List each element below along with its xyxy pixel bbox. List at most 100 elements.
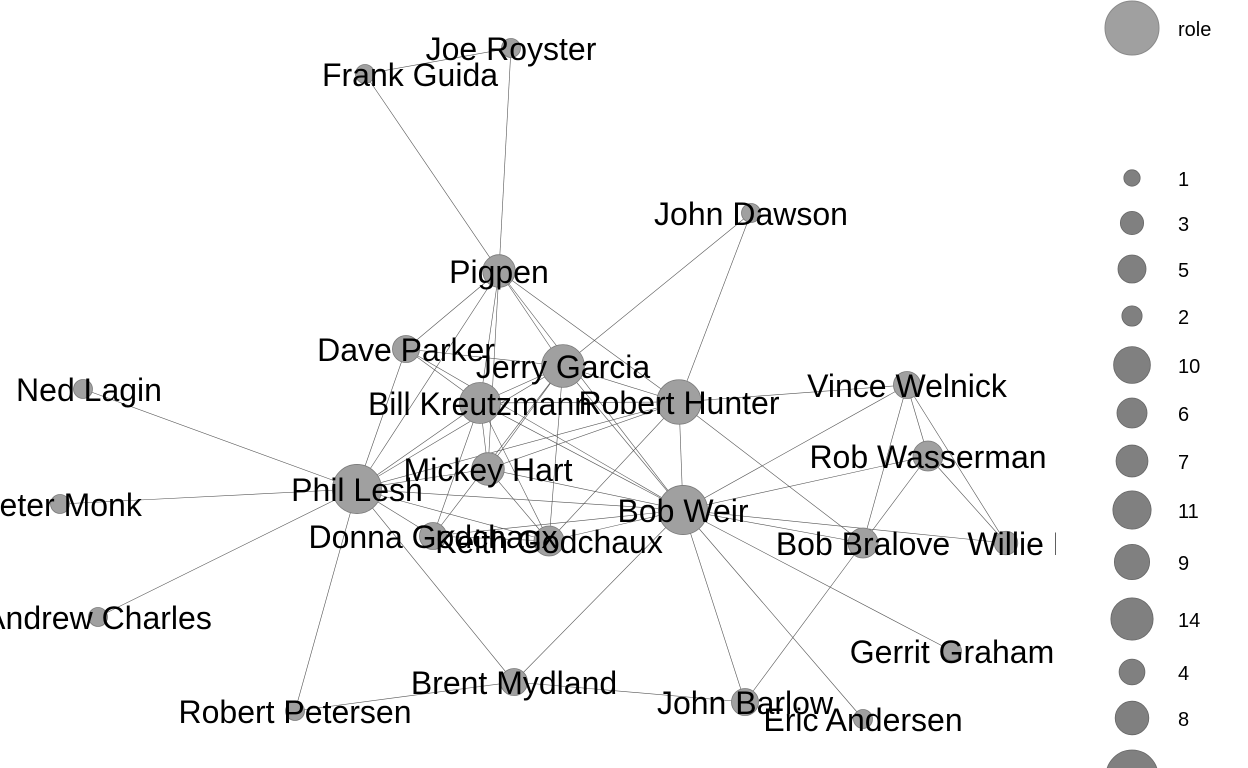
edge-bob-weir-bob-bralove bbox=[682, 509, 864, 544]
node-mickey-hart bbox=[471, 452, 505, 486]
edge-bob-weir-rob-wasserman bbox=[682, 455, 929, 511]
legend-label-3: 3 bbox=[1178, 214, 1189, 236]
node-eric-andersen bbox=[853, 709, 873, 729]
node-ned-lagin bbox=[73, 379, 93, 399]
label-willie-dixon: Willie Dixon bbox=[967, 526, 1134, 562]
node-bill-kreutzmann bbox=[459, 382, 501, 424]
label-bob-bralove: Bob Bralove bbox=[776, 526, 950, 562]
legend-label-2: 2 bbox=[1178, 307, 1189, 329]
label-ned-lagin: Ned Lagin bbox=[16, 372, 162, 408]
edge-bob-weir-vince-welnick bbox=[682, 384, 908, 511]
edge-phil-lesh-keith-godchaux bbox=[356, 488, 550, 542]
legend-circle-1 bbox=[1123, 169, 1141, 187]
legend-circle-2 bbox=[1121, 305, 1143, 327]
node-brent-mydland bbox=[500, 668, 528, 696]
label-donna-godchaux: Donna Godchaux bbox=[308, 519, 557, 555]
legend-circle-7 bbox=[1115, 444, 1149, 478]
node-donna-godchaux bbox=[419, 522, 447, 550]
edge-phil-lesh-bob-weir bbox=[356, 488, 684, 511]
edge-robert-hunter-mickey-hart bbox=[487, 401, 680, 470]
legend-label-5: 5 bbox=[1178, 260, 1189, 282]
label-eric-andersen: Eric Andersen bbox=[763, 702, 962, 738]
label-brent-mydland: Brent Mydland bbox=[411, 665, 617, 701]
node-rob-wasserman bbox=[912, 440, 944, 472]
edge-jerry-garcia-phil-lesh bbox=[356, 365, 564, 490]
edge-jerry-garcia-bob-weir bbox=[562, 365, 684, 511]
edge-pigpen-phil-lesh bbox=[356, 270, 500, 490]
node-john-barlow bbox=[731, 688, 759, 716]
label-bob-weir: Bob Weir bbox=[617, 493, 748, 529]
node-phil-lesh bbox=[332, 464, 382, 514]
node-dave-parker bbox=[392, 335, 420, 363]
label-john-barlow: John Barlow bbox=[657, 685, 834, 721]
edge-bob-bralove-john-barlow bbox=[744, 542, 864, 703]
legend-label-6: 6 bbox=[1178, 404, 1189, 426]
node-keith-godchaux bbox=[533, 525, 565, 557]
edge-pigpen-robert-hunter bbox=[498, 270, 680, 403]
label-vince-welnick: Vince Welnick bbox=[807, 368, 1008, 404]
node-joe-royster bbox=[501, 38, 521, 58]
edges-layer bbox=[59, 47, 1007, 720]
label-dave-parker: Dave Parker bbox=[317, 332, 495, 368]
legend-circle-9 bbox=[1113, 543, 1151, 581]
edge-keith-godchaux-donna-godchaux bbox=[432, 535, 550, 542]
label-robert-petersen: Robert Petersen bbox=[178, 694, 411, 730]
edge-pigpen-bill-kreutzmann bbox=[479, 270, 500, 404]
edge-brent-mydland-robert-petersen bbox=[294, 681, 515, 712]
edge-dave-parker-bob-weir bbox=[405, 348, 684, 511]
legend-label-1: 1 bbox=[1178, 169, 1189, 191]
node-andrew-charles bbox=[88, 607, 108, 627]
node-gerrit-graham bbox=[942, 641, 962, 661]
legend-circle-4 bbox=[1118, 658, 1146, 686]
node-peter-monk bbox=[50, 494, 70, 514]
legend-label-8: 8 bbox=[1178, 709, 1189, 731]
label-phil-lesh: Phil Lesh bbox=[291, 472, 423, 508]
edge-mickey-hart-bob-weir bbox=[487, 468, 684, 511]
legend-circle-5 bbox=[1117, 254, 1147, 284]
edge-john-dawson-jerry-garcia bbox=[562, 212, 752, 367]
edge-bob-weir-eric-andersen bbox=[682, 509, 864, 720]
legend-circle-3 bbox=[1119, 210, 1145, 236]
edge-john-dawson-robert-hunter bbox=[678, 212, 752, 403]
legend-label-7: 7 bbox=[1178, 452, 1189, 474]
label-john-dawson: John Dawson bbox=[654, 196, 848, 232]
legend-label-9: 9 bbox=[1178, 553, 1189, 575]
label-robert-hunter: Robert Hunter bbox=[579, 385, 780, 421]
legend-label-10: 10 bbox=[1178, 356, 1200, 378]
label-gerrit-graham: Gerrit Graham bbox=[850, 634, 1054, 670]
edge-ned-lagin-phil-lesh bbox=[82, 388, 358, 490]
edge-frank-guida-joe-royster bbox=[364, 47, 512, 75]
edge-vince-welnick-bob-bralove bbox=[862, 384, 908, 544]
node-jerry-garcia bbox=[541, 344, 585, 388]
label-rob-wasserman: Rob Wasserman bbox=[809, 439, 1046, 475]
label-joe-royster: Joe Royster bbox=[426, 31, 597, 67]
label-andrew-charles: Andrew Charles bbox=[0, 600, 212, 636]
label-mickey-hart: Mickey Hart bbox=[404, 452, 573, 488]
edge-vince-welnick-willie-dixon bbox=[906, 384, 1007, 544]
edge-pigpen-mickey-hart bbox=[487, 270, 500, 470]
edge-bill-kreutzmann-keith-godchaux bbox=[479, 402, 550, 542]
edge-robert-hunter-keith-godchaux bbox=[548, 401, 680, 542]
node-frank-guida bbox=[355, 64, 375, 84]
legend-label-14: 14 bbox=[1178, 610, 1200, 632]
label-bill-kreutzmann: Bill Kreutzmann bbox=[368, 386, 592, 422]
edge-frank-guida-pigpen bbox=[364, 73, 500, 272]
edge-joe-royster-pigpen bbox=[498, 47, 512, 272]
legend-circle-6 bbox=[1116, 397, 1148, 429]
node-john-dawson bbox=[741, 203, 761, 223]
edge-bob-weir-donna-godchaux bbox=[432, 509, 684, 537]
edge-robert-hunter-bob-bralove bbox=[678, 401, 864, 544]
edge-bill-kreutzmann-bob-weir bbox=[479, 402, 684, 511]
node-vince-welnick bbox=[893, 371, 921, 399]
legend-label-11: 11 bbox=[1178, 501, 1199, 523]
edge-phil-lesh-robert-petersen bbox=[294, 488, 358, 712]
edge-rob-wasserman-bob-bralove bbox=[862, 455, 929, 544]
edge-jerry-garcia-keith-godchaux bbox=[548, 365, 564, 542]
nodes-layer bbox=[50, 38, 1019, 729]
edge-robert-hunter-phil-lesh bbox=[356, 401, 680, 490]
label-peter-monk: Peter Monk bbox=[0, 487, 143, 523]
